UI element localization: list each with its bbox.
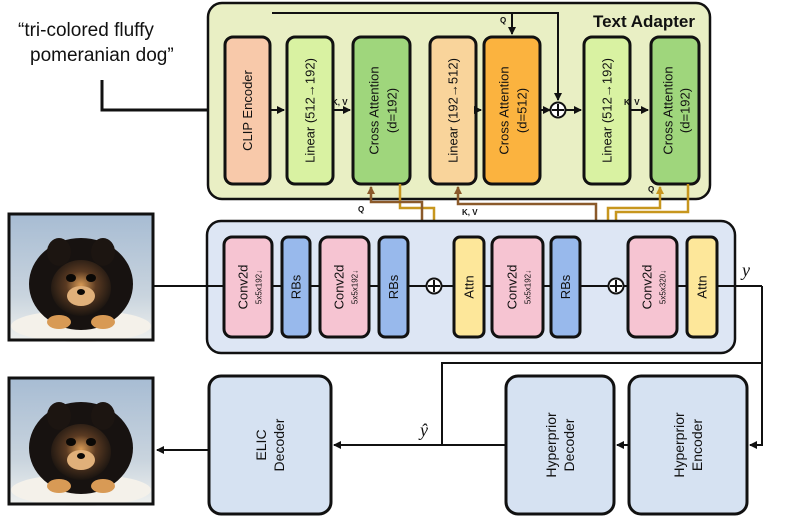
adapter-skip-line	[272, 12, 562, 101]
linear-1-label: Linear (512→192)	[303, 58, 318, 163]
conv2d-3-spec: 5x5x192↓	[524, 270, 533, 304]
hyperprior-decoder-label-2: Decoder	[561, 418, 577, 471]
rbs-3-block	[549, 235, 582, 339]
adapter-plus-glyph	[552, 104, 564, 116]
conv2d-4-block	[626, 235, 679, 339]
prompt-line-1: “tri-colored fluffy	[18, 20, 154, 41]
conv2d-4-spec: 5x5x320↓	[659, 270, 668, 304]
q-label-top: Q	[500, 16, 506, 25]
cross-attention-3-label: Cross Attention	[661, 66, 676, 154]
rbs-1-block	[280, 235, 312, 339]
prompt-line-2: pomeranian dog”	[30, 45, 174, 66]
hyperprior-decoder-label-1: Hyperprior	[543, 412, 559, 478]
q-label-cross-3: Q	[648, 185, 654, 194]
prompt-to-clip-arrow	[100, 80, 223, 114]
encoder-plus-1-glyph	[428, 280, 440, 292]
attn-1-label: Attn	[462, 275, 477, 298]
conv2d-3-block	[490, 235, 545, 339]
cross-attention-1-label: Cross Attention	[367, 66, 382, 154]
kv-label-1: K, V	[332, 98, 348, 107]
latent-y-hat-label: ŷ	[418, 420, 428, 440]
input-image	[7, 212, 155, 342]
cross-attention-2-dim: (d=512)	[515, 88, 530, 133]
hyperprior-encoder-label-1: Hyperprior	[671, 412, 687, 478]
text-adapter-title: Text Adapter	[593, 12, 695, 31]
cross-attention-1-dim: (d=192)	[385, 88, 400, 133]
elic-decoder-label-2: Decoder	[271, 418, 287, 471]
hyperprior-encoder-block	[627, 374, 749, 516]
hyperprior-encoder-label-2: Encoder	[689, 419, 705, 471]
hyperprior-decoder-block	[504, 374, 616, 516]
output-image	[7, 376, 155, 506]
conv2d-2-block	[318, 235, 371, 339]
kv-label-3: K, V	[624, 98, 640, 107]
kv-label-2: K, V	[462, 208, 478, 217]
rbs-1-label: RBs	[289, 274, 304, 299]
elic-decoder-block	[207, 374, 333, 516]
cross-attention-3-dim: (d=192)	[678, 88, 693, 133]
attn-2-label: Attn	[695, 275, 710, 298]
cross-attention-1-block	[351, 35, 412, 186]
rbs-2-block	[377, 235, 410, 339]
conv2d-1-block	[222, 235, 274, 339]
cross-attention-2-label: Cross Attention	[497, 66, 512, 154]
latent-y-label: y	[740, 260, 750, 280]
y-to-hyperprior-encoder-arrow	[749, 286, 763, 449]
attn-1-block	[452, 235, 486, 339]
cross-attention-2-block	[482, 35, 542, 186]
q-label-cross-1: Q	[358, 205, 364, 214]
conv2d-2-label: Conv2d	[332, 265, 347, 310]
attn-2-block	[685, 235, 719, 339]
conv2d-3-label: Conv2d	[505, 265, 520, 310]
linear-2-label: Linear (192→512)	[446, 58, 461, 163]
rbs-3-label: RBs	[558, 274, 573, 299]
conv2d-1-spec: 5x5x192↓	[255, 270, 264, 304]
conv2d-2-spec: 5x5x192↓	[351, 270, 360, 304]
conv2d-4-label: Conv2d	[640, 265, 655, 310]
rbs-2-label: RBs	[386, 274, 401, 299]
clip-encoder-label: CLIP Encoder	[240, 69, 255, 150]
encoder-plus-2-glyph	[610, 280, 622, 292]
elic-decoder-label-1: ELIC	[253, 429, 269, 460]
cross-attention-3-block	[649, 35, 701, 186]
linear-3-label: Linear (512→192)	[600, 58, 615, 163]
conv2d-1-label: Conv2d	[236, 265, 251, 310]
y-hat-skip-line	[441, 362, 762, 445]
